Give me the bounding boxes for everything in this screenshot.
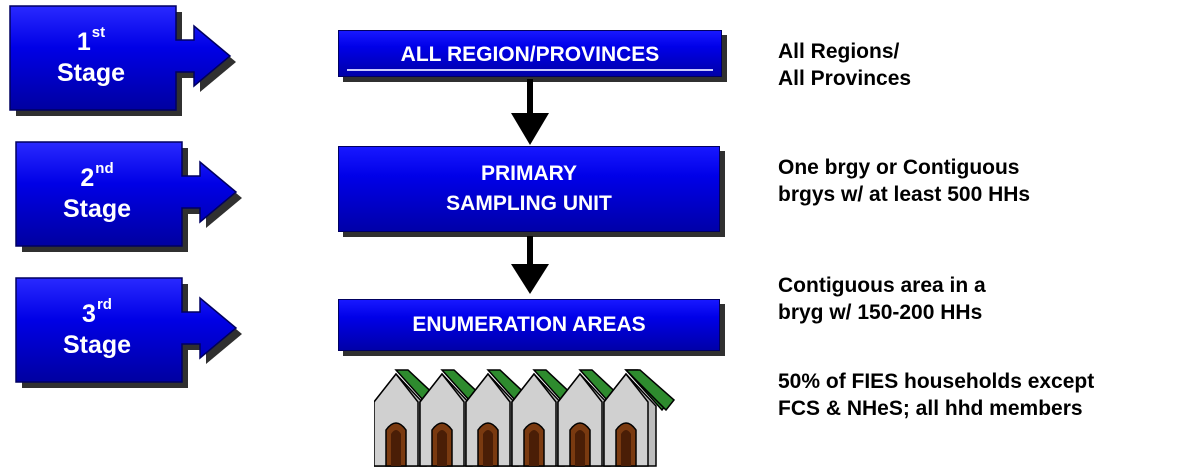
enumeration-areas-box: ENUMERATION AREAS — [338, 299, 720, 351]
stage-label: Stage — [56, 59, 126, 87]
houses-illustration — [373, 366, 686, 473]
stage-label: Stage — [62, 331, 132, 359]
box-label: ENUMERATION AREAS — [412, 312, 646, 336]
divider — [347, 69, 713, 71]
down-arrow-2 — [509, 236, 551, 301]
box-label-line1: PRIMARY — [480, 161, 578, 185]
primary-sampling-unit-box: PRIMARY SAMPLING UNIT — [338, 146, 720, 232]
box-label-line2: SAMPLING UNIT — [446, 192, 612, 215]
households-description: 50% of FIES households except FCS & NHeS… — [778, 370, 1095, 421]
stage-3-description: Contiguous area in a bryg w/ 150-200 HHs — [778, 274, 986, 325]
box-label: ALL REGION/PROVINCES — [400, 43, 660, 67]
stage-label: Stage — [62, 195, 132, 223]
down-arrow-1 — [509, 79, 551, 152]
all-regions-box: ALL REGION/PROVINCES — [338, 30, 722, 77]
stage-2-description: One brgy or Contiguous brgys w/ at least… — [778, 156, 1031, 207]
stage-1-description: All Regions/ All Provinces — [778, 40, 912, 91]
